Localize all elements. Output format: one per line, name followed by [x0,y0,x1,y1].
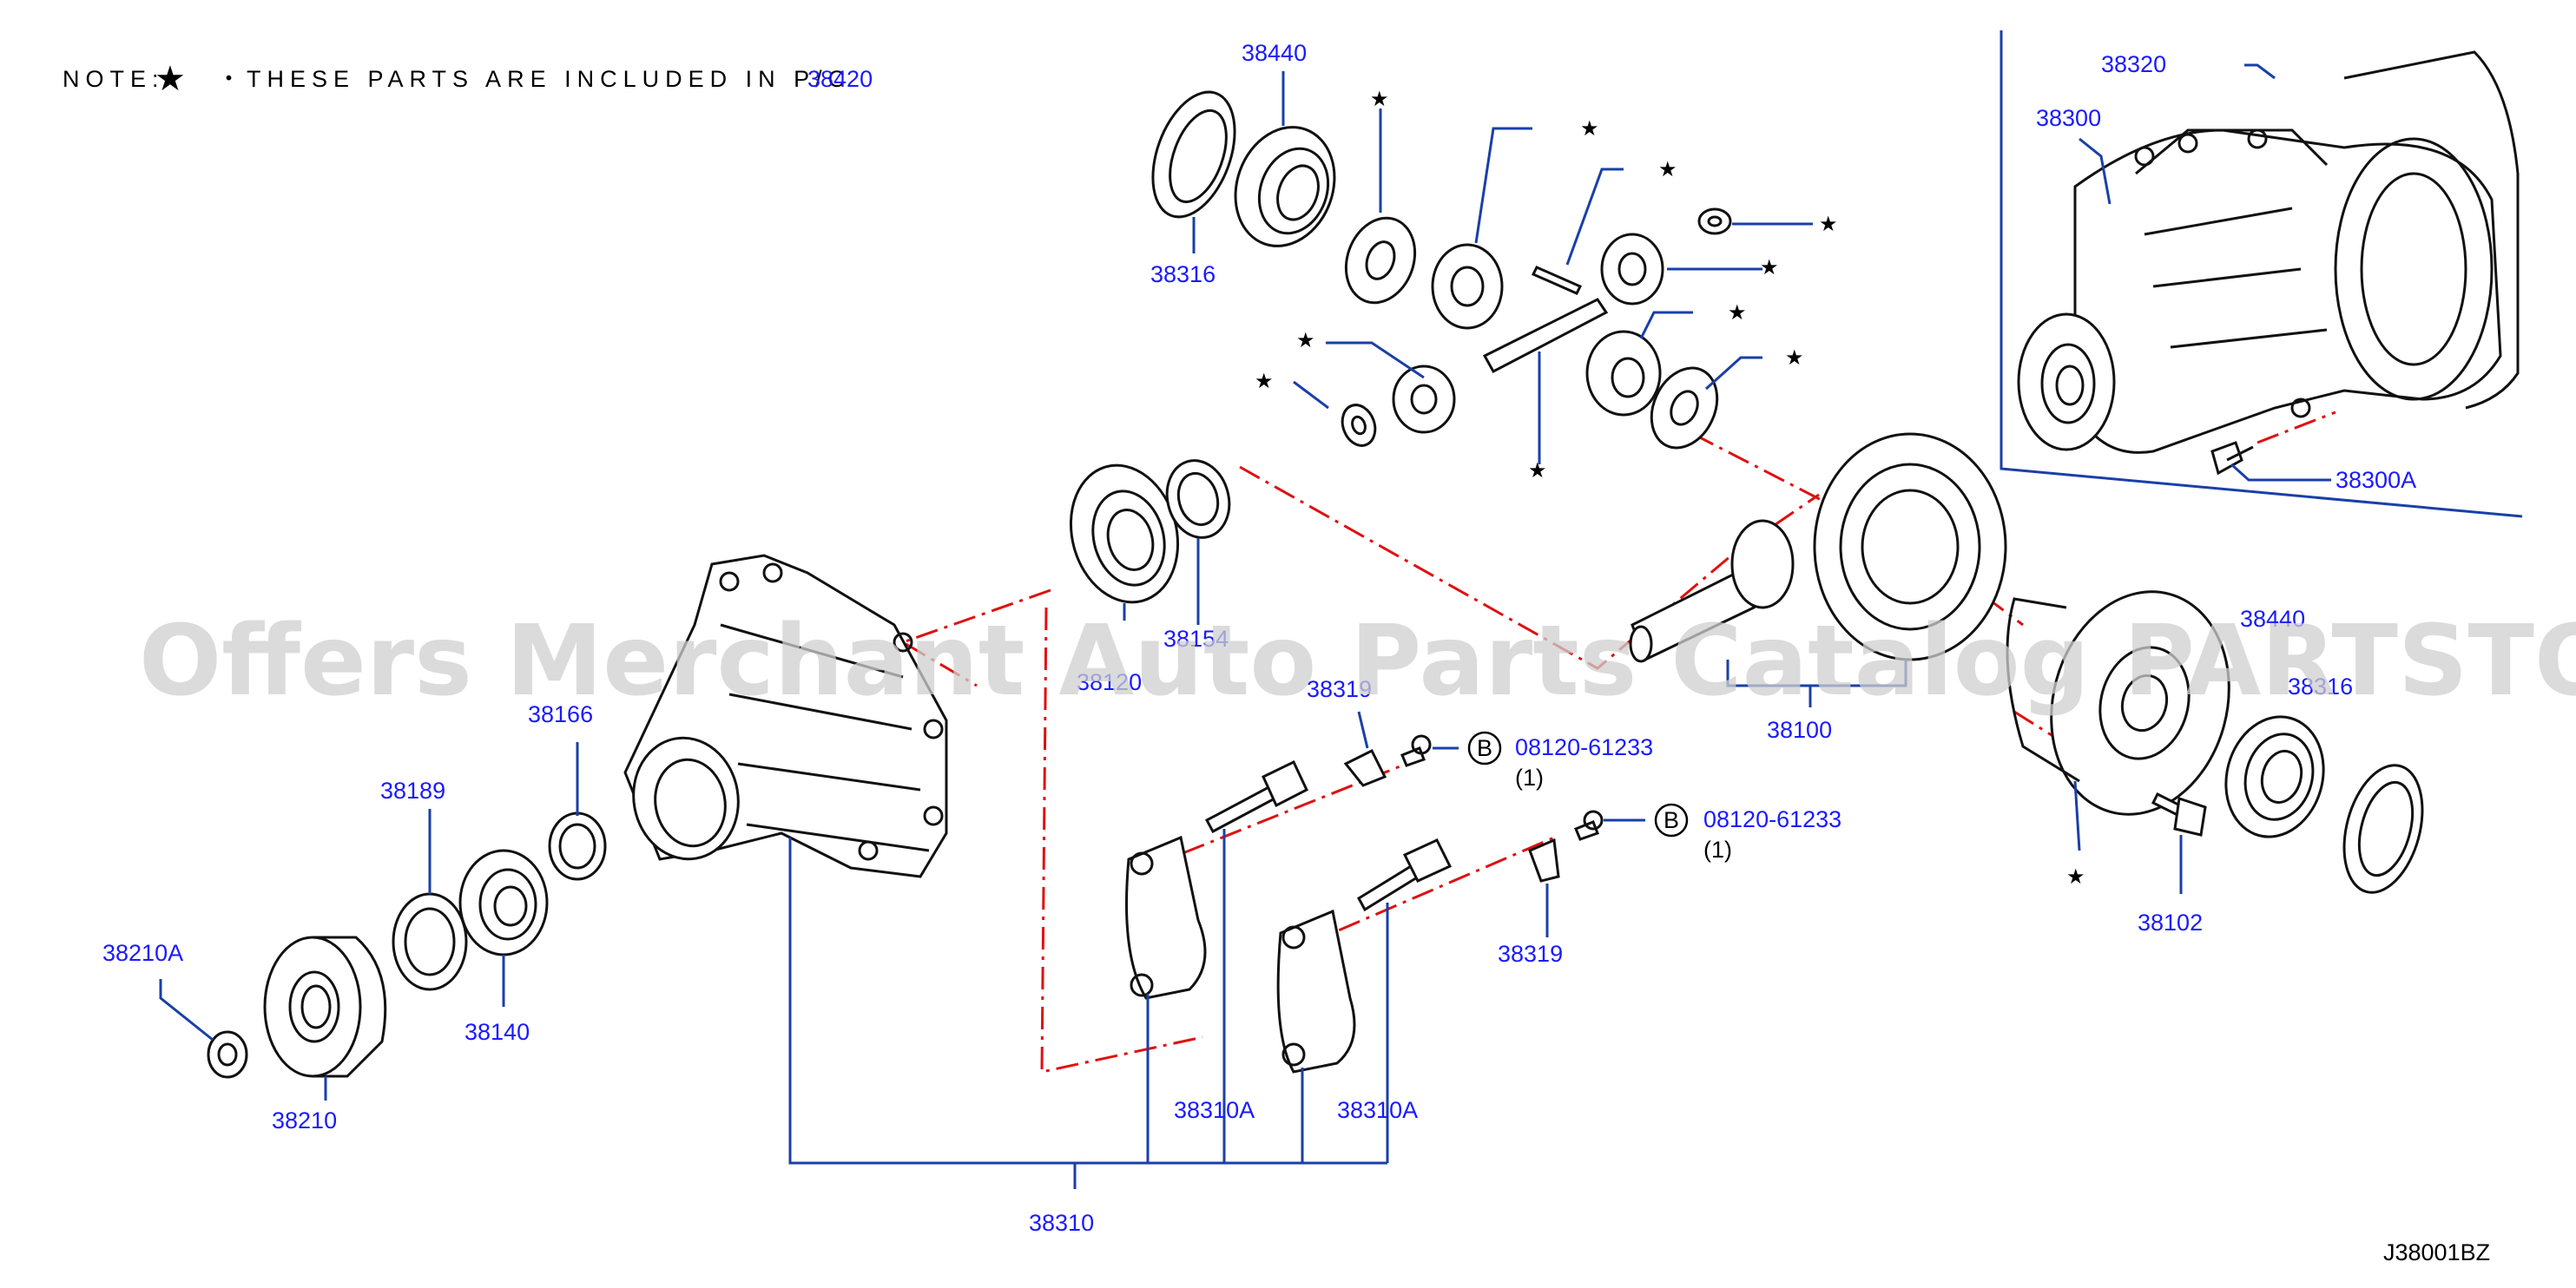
part-label-38316[interactable]: 38316 [1150,261,1216,287]
part-label-38310[interactable]: 38310 [1029,1210,1094,1236]
part-label-38440[interactable]: 38440 [1242,40,1307,66]
note-header: NOTE: ★ ・THESE PARTS ARE INCLUDED IN P/C… [63,59,873,99]
part-label-38310a[interactable]: 38310A [1337,1097,1418,1123]
pinion-bearing-group [1069,459,1231,604]
bolt-part-link[interactable]: 08120-61233 [1515,734,1653,760]
watermark: Offers Merchant Auto Parts Catalog PARTS… [139,605,2576,718]
diagram-id: J38001BZ [2383,1239,2490,1265]
top-bearing-group [1151,90,1732,450]
star-icon: ★ [1785,345,1804,370]
part-label-38319[interactable]: 38319 [1498,941,1563,967]
part-label-38140[interactable]: 38140 [464,1019,530,1045]
star-icon: ★ [1580,116,1599,141]
bolt-marker-letter: B [1664,807,1679,833]
part-label-38102[interactable]: 38102 [2138,910,2203,936]
part-label-38210a[interactable]: 38210A [102,940,183,966]
part-label-38166[interactable]: 38166 [528,701,593,727]
drive-gear-group [1629,432,2007,663]
carrier-housing [623,554,948,878]
inset-diff-assembly [2000,30,2523,518]
part-label-38120[interactable]: 38120 [1077,669,1142,695]
part-label-38440[interactable]: 38440 [2240,606,2305,632]
bolt-marker-letter: B [1477,735,1492,761]
flange-group [207,812,607,1079]
part-label-38100[interactable]: 38100 [1767,717,1832,743]
note-part-link[interactable]: 38420 [807,66,873,92]
part-label-38154[interactable]: 38154 [1163,626,1229,652]
part-label-38210[interactable]: 38210 [272,1107,337,1134]
part-label-38189[interactable]: 38189 [380,778,445,804]
star-icon: ★ [1728,300,1747,325]
bearing-caps [1125,734,1604,1074]
bolt-callouts: B 08120-61233 (1) B 08120-61233 (1) [1467,731,1841,863]
part-label-38310a[interactable]: 38310A [1174,1097,1255,1123]
star-markers: ★ ★ ★ ★ ★ ★ ★ ★ ★ ★ ★ [1255,87,2085,889]
bolt-marker-icon [1654,803,1689,838]
bolt-part-link[interactable]: 08120-61233 [1703,806,1841,832]
bolt-qty: (1) [1703,837,1732,863]
bolt-qty: (1) [1515,765,1544,791]
part-label-38320[interactable]: 38320 [2101,51,2166,77]
star-icon: ★ [1255,369,1274,393]
star-icon: ★ [1658,157,1677,181]
part-label-38316[interactable]: 38316 [2288,674,2353,700]
note-text: ・THESE PARTS ARE INCLUDED IN P/C [217,66,851,92]
note-prefix: NOTE: [63,66,165,92]
star-icon: ★ [2066,864,2085,889]
note-star-icon: ★ [155,59,186,99]
leader-lines [159,63,2331,1189]
star-icon: ★ [1760,255,1779,279]
star-icon: ★ [1528,458,1547,483]
part-labels: 38440 38316 38320 38300 38300A 38120 381… [102,40,2416,1236]
part-label-38300[interactable]: 38300 [2036,105,2101,131]
star-icon: ★ [1819,212,1838,236]
bolt-marker-icon [1467,731,1502,766]
part-label-38300a[interactable]: 38300A [2336,467,2416,493]
part-label-38319[interactable]: 38319 [1307,676,1372,702]
diff-case-group [2006,590,2424,894]
star-icon: ★ [1370,87,1389,111]
star-icon: ★ [1296,328,1315,352]
